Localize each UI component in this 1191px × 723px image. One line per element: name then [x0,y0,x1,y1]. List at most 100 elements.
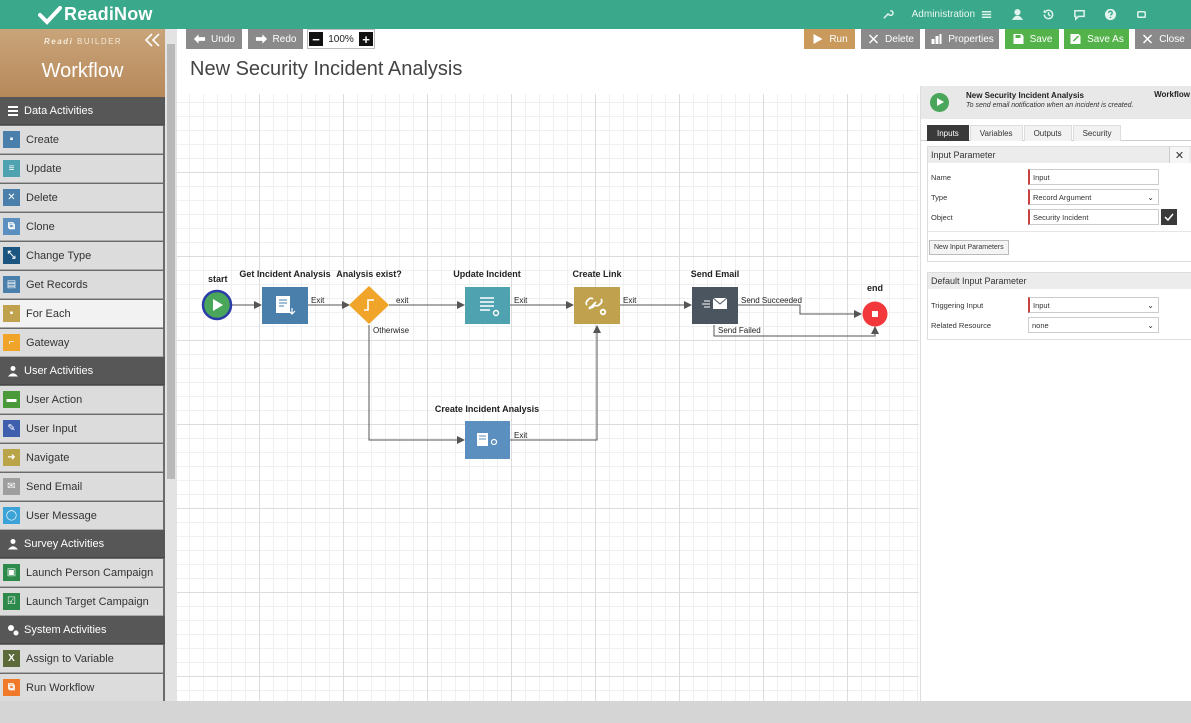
sidebar-item-label: Get Records [26,278,88,291]
edge-gateway-otherwise[interactable] [368,325,465,444]
sidebar-section-label: System Activities [24,623,107,636]
activity-list: Data Activities▪Create≡Update✕Delete⧉Clo… [0,97,165,701]
chat-icon[interactable] [1064,0,1095,29]
save-disk-icon [1013,34,1024,44]
play-icon [213,299,223,311]
sidebar-section-data-activities[interactable]: Data Activities [0,97,165,125]
edge-email-succeeded[interactable] [738,304,862,318]
administration-label: Administration [911,9,975,20]
object-picker-icon[interactable] [1161,209,1177,225]
sidebar-item-label: Assign to Variable [26,652,114,665]
node-label-get: Get Incident Analysis [239,269,330,279]
sidebar-item-delete[interactable]: ✕Delete [0,184,163,212]
sidebar-item-assign-to-variable[interactable]: X Assign to Variable [0,645,163,673]
sidebar-item-launch-person-campaign[interactable]: ▣Launch Person Campaign [0,559,163,587]
history-icon[interactable] [1033,0,1064,29]
workflow-toolbar: Undo Redo − 100% + Run Delete Properties… [177,29,1191,51]
create-node[interactable] [465,421,510,459]
create-link-node[interactable] [574,287,620,324]
delete-button[interactable]: Delete [861,29,920,49]
sidebar-item-send-email[interactable]: ✉Send Email [0,473,163,501]
panel-header: New Security Incident Analysis To send e… [921,86,1191,119]
triggering-input-select[interactable]: Input ⌄ [1028,297,1159,313]
fullscreen-icon[interactable] [1126,0,1157,29]
sidebar-item-for-each[interactable]: ▪For Each [0,300,163,328]
related-resource-select[interactable]: none ⌄ [1028,317,1159,333]
end-node[interactable] [862,301,888,327]
name-input[interactable]: Input [1028,169,1159,185]
run-button[interactable]: Run [804,29,855,49]
update-node[interactable] [465,287,510,324]
assign-to-variable-icon: X [3,650,20,667]
zoom-in-button[interactable]: + [358,32,373,46]
zoom-out-button[interactable]: − [309,32,323,46]
sidebar-item-label: Gateway [26,336,70,349]
properties-button[interactable]: Properties [925,29,999,49]
data-activities-icon [2,105,24,117]
collapse-chevrons-icon[interactable] [143,32,161,48]
scrollbar-thumb[interactable] [167,44,175,479]
undo-button[interactable]: Undo [186,29,242,49]
system-activities-icon [2,624,24,636]
tab-outputs[interactable]: Outputs [1023,125,1072,141]
name-label: Name [931,172,952,182]
type-select[interactable]: Record Argument ⌄ [1028,189,1159,205]
edge-label-send-succeeded: Send Succeeded [741,296,802,305]
workflow-play-icon[interactable] [930,93,949,112]
logo-text: ReadiNow [64,4,153,24]
sidebar-item-change-type[interactable]: ⤡Change Type [0,242,163,270]
edge-create-link[interactable] [510,325,601,441]
sidebar-item-launch-target-campaign[interactable]: ☑Launch Target Campaign [0,588,163,616]
top-bar: ReadiNow Administration [0,0,1191,29]
chevron-down-icon: ⌄ [1147,321,1154,330]
sidebar-item-user-input[interactable]: ✎User Input [0,415,163,443]
close-button[interactable]: Close [1135,29,1191,49]
change-type-icon: ⤡ [3,247,20,264]
sidebar-section-user-activities[interactable]: User Activities [0,357,165,385]
start-node[interactable] [201,289,233,321]
delete-icon: ✕ [3,189,20,206]
type-label: Type [931,192,948,202]
tab-inputs[interactable]: Inputs [927,125,969,141]
edge-email-failed[interactable] [713,325,879,337]
gateway-node[interactable] [349,286,389,324]
default-input-header: Default Input Parameter [928,273,1191,289]
sidebar-item-clone[interactable]: ⧉Clone [0,213,163,241]
sidebar-item-run-workflow[interactable]: ⧉Run Workflow [0,674,163,701]
sidebar-scrollbar[interactable] [165,29,177,701]
top-nav: Administration [872,0,1157,29]
node-label-gateway: Analysis exist? [336,269,402,279]
sidebar-section-system-activities[interactable]: System Activities [0,616,165,644]
sidebar-item-update[interactable]: ≡Update [0,155,163,183]
workflow-canvas[interactable] [177,94,919,701]
redo-button[interactable]: Redo [248,29,303,49]
app-logo[interactable]: ReadiNow [38,4,153,25]
object-input[interactable]: Security Incident [1028,209,1159,225]
object-label: Object [931,212,953,222]
sidebar-item-user-message[interactable]: ◯User Message [0,502,163,530]
sidebar-item-create[interactable]: ▪Create [0,126,163,154]
sidebar-section-survey-activities[interactable]: Survey Activities [0,530,165,558]
save-as-button[interactable]: Save As [1064,29,1129,49]
user-activities-icon [2,365,24,377]
sidebar-item-gateway[interactable]: ⌐Gateway [0,329,163,357]
send-email-node[interactable] [692,287,738,324]
tab-security[interactable]: Security [1072,125,1122,141]
new-input-parameters-button[interactable]: New Input Parameters [929,240,1009,255]
sidebar-item-get-records[interactable]: ▤Get Records [0,271,163,299]
sidebar-item-navigate[interactable]: ➜Navigate [0,444,163,472]
tab-variables[interactable]: Variables [969,125,1023,141]
user-icon[interactable] [1002,0,1033,29]
help-icon[interactable] [1095,0,1126,29]
create-record-icon [477,433,498,446]
launch-target-campaign-icon: ☑ [3,593,20,610]
save-button[interactable]: Save [1005,29,1059,49]
sidebar-item-user-action[interactable]: ▬User Action [0,386,163,414]
remove-parameter-close-icon[interactable]: ✕ [1169,147,1189,163]
get-records-node[interactable] [262,287,308,324]
email-envelope-icon [702,297,728,309]
wrench-icon[interactable] [872,0,903,29]
triggering-input-row: Triggering Input Input ⌄ [928,295,1191,315]
administration-menu[interactable]: Administration [903,0,1002,29]
chevron-down-icon: ⌄ [1147,193,1154,202]
